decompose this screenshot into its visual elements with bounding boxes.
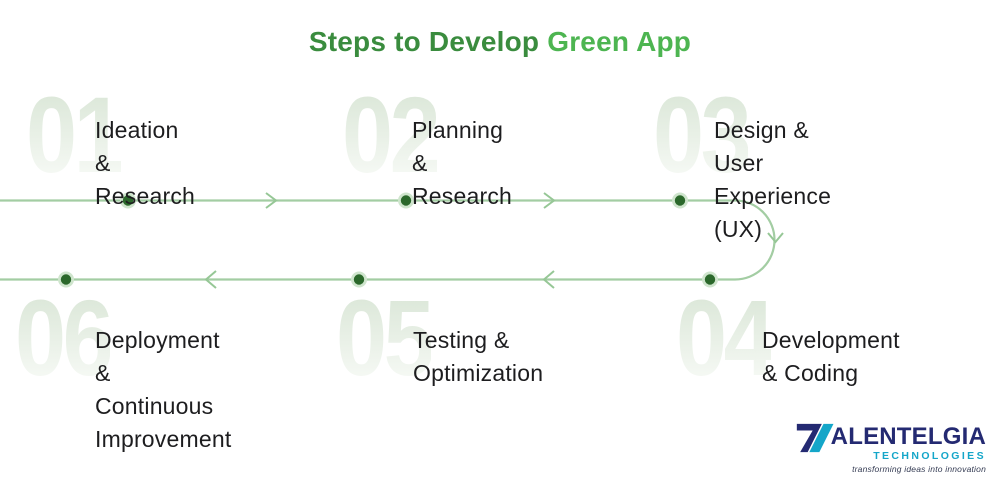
step-label: Development & Coding xyxy=(762,327,900,386)
logo-tagline: transforming ideas into innovation xyxy=(852,464,986,474)
step-number: 01 xyxy=(26,74,125,195)
company-logo: ALENTELGIA TECHNOLOGIES transforming ide… xyxy=(796,420,986,474)
logo-subtitle: TECHNOLOGIES xyxy=(873,450,986,462)
step-5-dot xyxy=(351,271,367,288)
arrow-left-icon xyxy=(542,270,555,289)
step-6-dot xyxy=(58,271,74,288)
arrow-left-icon xyxy=(204,270,217,289)
step-label: Planning & Research xyxy=(412,117,513,209)
title-highlight: Green App xyxy=(547,26,692,57)
talentelgia-logo-icon xyxy=(796,423,834,453)
step-3-dot xyxy=(672,192,688,209)
step-label: Testing & Optimization xyxy=(413,327,544,386)
step-number: 03 xyxy=(653,74,752,195)
step-4-dot xyxy=(702,271,718,288)
arrow-right-icon xyxy=(543,192,556,209)
title-prefix: Steps to Develop xyxy=(308,26,540,57)
step-2-dot xyxy=(398,192,414,209)
step-label: Ideation & Research xyxy=(95,117,196,209)
logo-wordmark: ALENTELGIA xyxy=(830,423,986,450)
step-label: Design & User Experience (UX) xyxy=(714,117,832,242)
step-1-dot xyxy=(120,192,136,209)
arrow-right-icon xyxy=(265,192,278,209)
step-number: 04 xyxy=(676,277,775,398)
step-number: 05 xyxy=(336,277,435,398)
arrow-down-icon xyxy=(767,232,784,244)
step-number: 06 xyxy=(15,277,114,398)
step-number: 02 xyxy=(342,74,441,195)
step-label: Deployment & Continuous Improvement xyxy=(95,327,232,452)
